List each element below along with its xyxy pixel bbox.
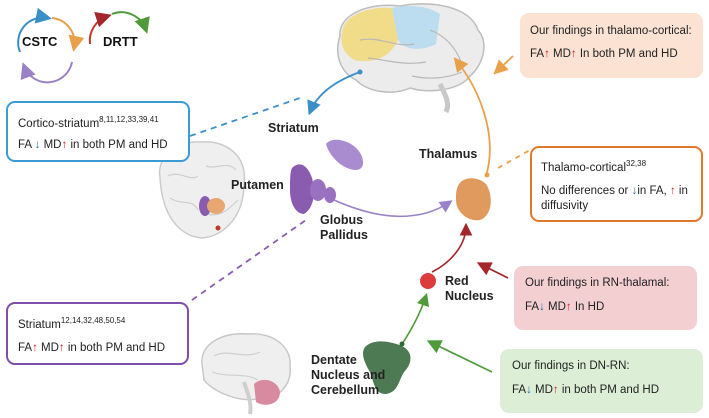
rn-thalamal-title: Our findings in RN-thalamal: — [525, 277, 670, 289]
globus-pallidus-shape — [310, 179, 336, 203]
fa-label: FA — [18, 138, 32, 151]
thalamo-findings-title: Our findings in thalamo-cortical: — [530, 25, 692, 37]
pallidus-thalamus-arrow — [333, 199, 453, 218]
cstc-cycle-icon — [17, 7, 85, 84]
striatum-label: Striatum — [268, 121, 319, 135]
md-label: MD — [553, 48, 571, 60]
up-arrow-icon: ↑ — [32, 341, 38, 354]
thalamo-cortical-box: Thalamo-cortical32,38 No differences or … — [530, 146, 703, 222]
thalamo-findings-pointer — [493, 55, 514, 75]
dn-rn-title: Our findings in DN-RN: — [512, 360, 630, 372]
dentate-shape — [363, 341, 411, 394]
globus-pallidus-label: Globus Pallidus — [320, 213, 368, 242]
thalamo-cortical-refs: 32,38 — [626, 159, 647, 168]
md-label: MD — [41, 341, 59, 354]
md-label: MD — [43, 138, 62, 151]
dn-rn-arrow — [401, 292, 430, 345]
red-nucleus-label: Red Nucleus — [445, 274, 494, 303]
tail-text: in both PM and HD — [561, 384, 660, 396]
striatum-box-title: Striatum — [18, 318, 61, 331]
up-arrow-icon: ↑ — [552, 384, 559, 396]
thalamo-cortical-title: Thalamo-cortical — [541, 161, 626, 174]
rn-thalamus-arrow — [431, 222, 473, 273]
diffusivity-text: diffusivity — [541, 199, 589, 212]
green-dot — [399, 341, 405, 347]
up-arrow-icon: ↑ — [570, 48, 577, 60]
thalamo-cortical-dash — [497, 149, 531, 169]
cortico-striatum-dash — [189, 97, 301, 137]
dentate-label: Dentate Nucleus and Cerebellum — [311, 353, 386, 397]
md-label: MD — [548, 301, 566, 313]
cortico-striatum-box: Cortico-striatum8,11,12,33,39,41 FA ↓ MD… — [6, 101, 190, 162]
striatum-dash — [191, 219, 307, 301]
striatum-brain-arrow — [307, 71, 361, 116]
fa-label: FA — [512, 384, 527, 396]
fa-label: FA — [18, 341, 33, 354]
thalamus-label: Thalamus — [419, 147, 478, 161]
tail-text: in both PM and HD — [70, 138, 168, 151]
thalamus-brain-arrow — [453, 57, 491, 177]
md-label: MD — [535, 384, 553, 396]
drtt-cycle-icon — [88, 11, 150, 45]
sagittal-brain-icon — [201, 333, 291, 415]
up-arrow-icon: ↑ — [544, 48, 550, 60]
fa-text: in FA, — [637, 184, 667, 197]
dn-rn-box: Our findings in DN-RN: FA↓ MD↑ in both P… — [500, 349, 703, 413]
putamen-label: Putamen — [231, 178, 284, 192]
no-difference-text: No differences or — [541, 184, 629, 197]
orange-dot — [484, 172, 490, 178]
in-text: in — [678, 184, 688, 197]
cortico-striatum-title: Cortico-striatum — [18, 117, 100, 130]
thalamo-findings-box: Our findings in thalamo-cortical: FA↑ MD… — [520, 13, 703, 78]
coronal-slice-icon — [158, 141, 246, 239]
tail-text: in both PM and HD — [67, 341, 166, 354]
fa-label: FA — [530, 48, 545, 60]
cortico-striatum-refs: 8,11,12,33,39,41 — [99, 115, 159, 124]
up-arrow-icon: ↑ — [669, 184, 676, 197]
fa-label: FA — [525, 301, 540, 313]
up-arrow-icon: ↑ — [58, 341, 65, 354]
down-arrow-icon: ↓ — [526, 384, 532, 396]
dn-findings-pointer — [426, 340, 493, 373]
down-arrow-icon: ↓ — [631, 184, 638, 197]
down-arrow-icon: ↓ — [539, 301, 545, 313]
rn-thalamal-box: Our findings in RN-thalamal: FA↓ MD↑ In … — [514, 266, 697, 330]
drtt-label: DRTT — [103, 34, 138, 49]
up-arrow-icon: ↑ — [565, 301, 572, 313]
blue-dot — [357, 69, 363, 75]
cstc-label: CSTC — [22, 34, 58, 49]
rn-findings-pointer — [476, 262, 509, 279]
down-arrow-icon: ↓ — [34, 138, 41, 151]
tail-text: In both PM and HD — [579, 48, 678, 60]
tail-text: In HD — [574, 301, 605, 313]
brain-icon — [336, 3, 485, 114]
red-nucleus-shape — [420, 273, 436, 289]
thalamus-shape — [456, 178, 491, 221]
up-arrow-icon: ↑ — [61, 138, 68, 151]
putamen-shape — [290, 164, 314, 214]
striatum-refs: 12,14,32,48,50,54 — [60, 316, 126, 325]
striatum-shape — [326, 139, 364, 170]
striatum-box: Striatum12,14,32,48,50,54 FA↑ MD↑ in bot… — [6, 302, 189, 365]
